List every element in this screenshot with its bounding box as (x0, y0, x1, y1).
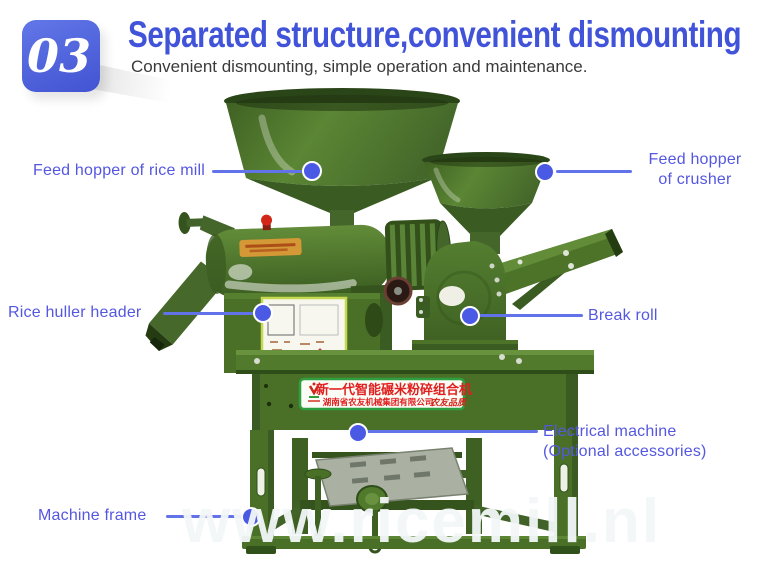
section-number: 03 (26, 29, 91, 83)
brand-logo-icon (308, 385, 320, 396)
watermark: www.ricemill.nl (182, 487, 662, 556)
callout-label-line: (Optional accessories) (543, 443, 707, 460)
paint-patch (439, 286, 465, 306)
callout-label-machine-frame: Machine frame (38, 507, 147, 524)
callout-label-electrical-machine: Electrical machine (Optional accessories… (543, 422, 707, 462)
callout-line-electrical-machine (366, 430, 538, 433)
machine-frame-legs (242, 430, 586, 554)
section-number-badge: 03 (22, 20, 100, 92)
rice-mill-hopper (224, 88, 460, 234)
callout-dot-break-roll (460, 306, 480, 326)
callout-label-line: of crusher (658, 171, 732, 188)
nameplate: 新一代智能碾米粉碎组合机 湖南省农友机械集团有限公司 农友品质 (298, 377, 472, 411)
stand: 新一代智能碾米粉碎组合机 湖南省农友机械集团有限公司 农友品质 (236, 350, 594, 430)
callout-dot-rice-huller-header (253, 303, 273, 323)
callout-line-feed-hopper-rice-mill (212, 170, 304, 173)
crusher-hopper (422, 152, 550, 254)
crusher-unit (365, 229, 623, 356)
motor-mount-plate (304, 447, 470, 554)
callout-dot-machine-frame (241, 507, 261, 527)
callout-label-feed-hopper-crusher: Feed hopper of crusher (634, 150, 756, 190)
break-roll-chute (498, 229, 623, 310)
callout-line-rice-huller-header (163, 312, 255, 315)
page-subtitle: Convenient dismounting, simple operation… (131, 57, 588, 76)
red-button (261, 214, 273, 226)
svg-text:新一代智能碾米粉碎组合机: 新一代智能碾米粉碎组合机 (316, 382, 472, 398)
callout-label-break-roll: Break roll (588, 307, 658, 324)
callout-dot-electrical-machine (348, 423, 368, 443)
callout-line-machine-frame (166, 515, 242, 518)
svg-text:湖南省农友机械集团有限公司: 湖南省农友机械集团有限公司 (323, 397, 434, 408)
callout-dot-feed-hopper-rice-mill (302, 161, 322, 181)
huller-label (239, 238, 302, 257)
callout-dot-feed-hopper-crusher (535, 162, 555, 182)
callout-label-line: Feed hopper (648, 151, 742, 168)
rice-huller-unit (145, 212, 458, 351)
discharge-chute (149, 261, 227, 345)
callout-line-feed-hopper-crusher (556, 170, 632, 173)
page-title: Separated structure,convenient dismounti… (128, 14, 742, 55)
callout-label-rice-huller-header: Rice huller header (8, 304, 142, 321)
svg-text:农友品质: 农友品质 (430, 398, 468, 409)
callout-label-feed-hopper-rice-mill: Feed hopper of rice mill (33, 162, 205, 179)
callout-label-line: Electrical machine (543, 423, 677, 440)
callout-line-break-roll (478, 314, 583, 317)
